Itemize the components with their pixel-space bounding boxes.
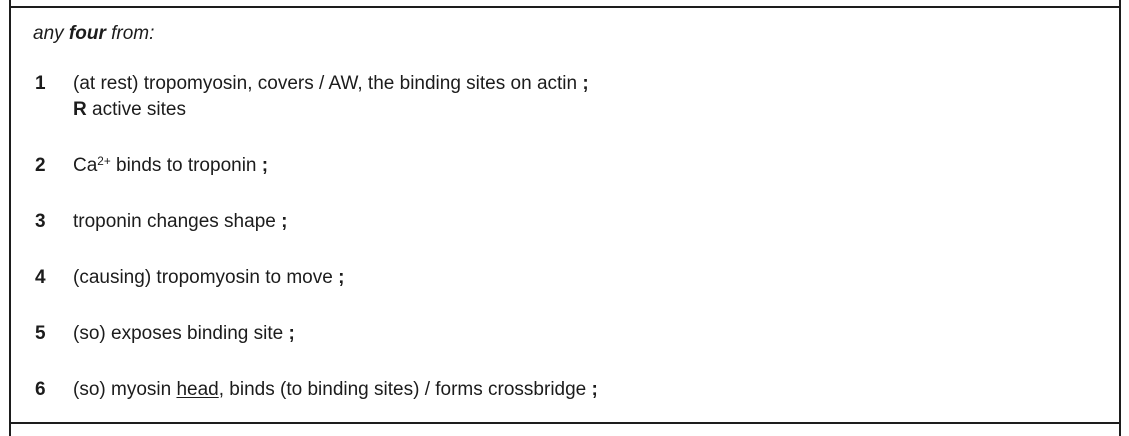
point-line: (so) exposes binding site ;	[73, 321, 1095, 347]
text-segment: four	[68, 23, 106, 44]
text-segment: ;	[281, 211, 288, 232]
point-line: troponin changes shape ;	[73, 209, 1095, 235]
point-row: 3 troponin changes shape ;	[35, 209, 1095, 235]
text-segment: ;	[338, 267, 345, 288]
point-number: 4	[35, 267, 46, 288]
text-segment: 2+	[97, 154, 111, 168]
text-segment: Ca	[73, 155, 98, 176]
point-number: 5	[35, 323, 46, 344]
point-text: (so) myosin head, binds (to binding site…	[73, 377, 1095, 403]
points-list: 1 (at rest) tropomyosin, covers / AW, the…	[31, 71, 1095, 403]
point-line: Ca2+ binds to troponin ;	[73, 153, 1095, 179]
text-segment: from:	[105, 23, 155, 44]
point-text: Ca2+ binds to troponin ;	[73, 153, 1095, 179]
point-number: 1	[35, 73, 46, 94]
text-segment: ;	[591, 379, 598, 400]
text-segment: head	[176, 379, 219, 400]
point-text: (at rest) tropomyosin, covers / AW, the …	[73, 71, 1095, 123]
table-grid-line	[1119, 424, 1121, 436]
point-text: (causing) tropomyosin to move ;	[73, 265, 1095, 291]
point-row: 5 (so) exposes binding site ;	[35, 321, 1095, 347]
point-line: R active sites	[73, 97, 1095, 123]
text-segment: R	[73, 99, 87, 120]
point-number: 6	[35, 379, 46, 400]
text-segment: any	[33, 23, 69, 44]
point-row: 2 Ca2+ binds to troponin ;	[35, 153, 1095, 179]
text-segment: ;	[582, 73, 589, 94]
text-segment: (so) myosin	[73, 379, 177, 400]
point-line: (at rest) tropomyosin, covers / AW, the …	[73, 71, 1095, 97]
point-number: 3	[35, 211, 46, 232]
table-grid-line	[9, 424, 11, 436]
text-segment: active sites	[86, 99, 186, 120]
table-grid-line	[9, 0, 11, 6]
point-row: 1 (at rest) tropomyosin, covers / AW, the…	[35, 71, 1095, 123]
point-line: (causing) tropomyosin to move ;	[73, 265, 1095, 291]
text-segment: binds to troponin	[110, 155, 262, 176]
point-text: troponin changes shape ;	[73, 209, 1095, 235]
point-line: (so) myosin head, binds (to binding site…	[73, 377, 1095, 403]
text-segment: ;	[288, 323, 295, 344]
point-text: (so) exposes binding site ;	[73, 321, 1095, 347]
point-number: 2	[35, 155, 46, 176]
text-segment: (at rest) tropomyosin, covers / AW, the …	[73, 73, 583, 94]
text-segment: (causing) tropomyosin to move	[73, 267, 339, 288]
point-row: 6 (so) myosin head, binds (to binding sit…	[35, 377, 1095, 403]
text-segment: (so) exposes binding site	[73, 323, 289, 344]
point-row: 4 (causing) tropomyosin to move ;	[35, 265, 1095, 291]
table-grid-line	[1119, 0, 1121, 6]
mark-scheme-cell: any four from: 1 (at rest) tropomyosin, c…	[9, 6, 1121, 424]
intro-line: any four from:	[33, 21, 1095, 47]
text-segment: , binds (to binding sites) / forms cross…	[218, 379, 592, 400]
text-segment: troponin changes shape	[73, 211, 282, 232]
text-segment: ;	[261, 155, 269, 176]
